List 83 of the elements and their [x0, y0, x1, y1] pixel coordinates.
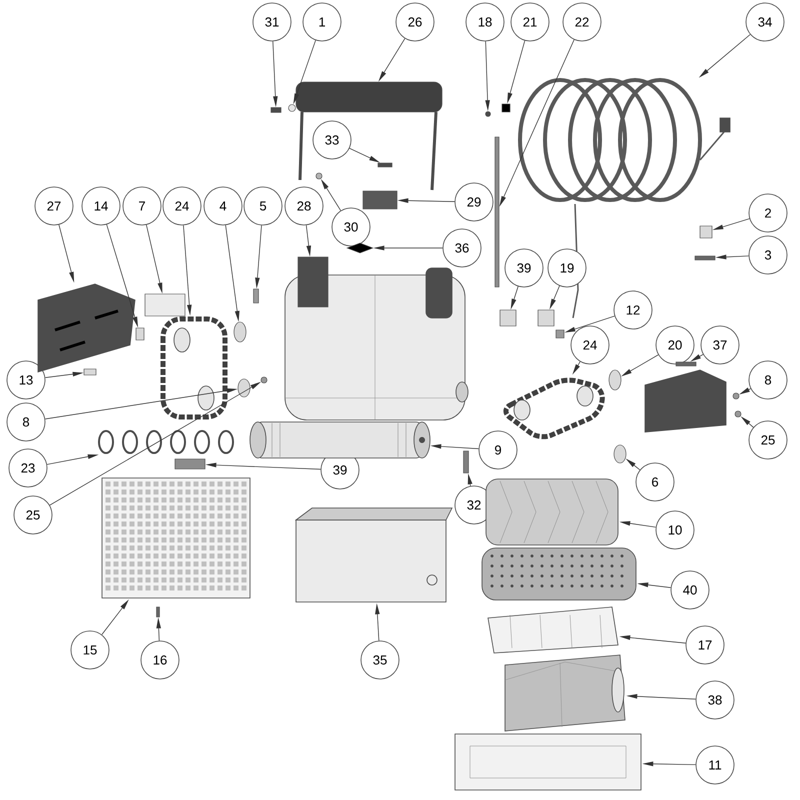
clip-drawing [700, 226, 712, 238]
callout-number: 36 [442, 228, 482, 268]
callout-number: 25 [748, 420, 788, 460]
shaft-drawing [676, 362, 696, 366]
washer-drawing [288, 104, 296, 112]
callout-number: 10 [656, 510, 694, 550]
screw-drawing [316, 172, 322, 180]
callout-number: 2 [748, 194, 788, 232]
clip-drawing [463, 450, 469, 474]
callout-number: 1 [302, 2, 342, 42]
callout-number: 15 [70, 630, 110, 670]
link-drawing [84, 368, 96, 376]
ring-drawing [98, 430, 234, 454]
filter-drawing [504, 654, 626, 732]
callout-number: 8 [748, 360, 788, 400]
pad-drawing [174, 458, 206, 470]
callout-number: 24 [570, 326, 610, 364]
callout-number: 40 [670, 570, 710, 610]
callout-number: 17 [686, 626, 724, 664]
track-drawing [503, 378, 605, 440]
callout-number: 12 [614, 290, 652, 330]
callout-number: 35 [360, 640, 400, 680]
pin-drawing [485, 111, 491, 117]
callout-number: 30 [332, 208, 370, 246]
wheel-drawing [608, 370, 622, 390]
washer-drawing [260, 376, 268, 384]
callout-number: 14 [82, 186, 120, 226]
callout-number: 16 [140, 640, 180, 680]
callout-number: 11 [696, 746, 734, 784]
callout-number: 27 [34, 186, 74, 226]
callout-number: 37 [700, 326, 740, 364]
track-drawing [160, 316, 228, 420]
callout-number: 22 [562, 2, 602, 42]
bracket-drawing [298, 256, 328, 308]
screw-drawing [378, 162, 392, 168]
callout-number: 34 [746, 2, 784, 42]
callout-number: 23 [8, 448, 48, 488]
callout-number: 18 [466, 2, 504, 42]
callout-number: 5 [244, 186, 282, 226]
brush-drawing [486, 478, 618, 546]
screw-drawing [270, 107, 282, 113]
handle-drawing [296, 82, 442, 112]
filter-frame-drawing [488, 606, 618, 654]
callout-number: 8 [6, 402, 46, 442]
callout-number: 19 [548, 248, 586, 288]
cable-coil-drawing [518, 78, 730, 202]
bolt-drawing [253, 288, 259, 304]
link-drawing [136, 328, 144, 340]
roller-drawing [250, 422, 430, 458]
callout-number: 9 [478, 430, 518, 470]
callout-number: 20 [656, 326, 694, 364]
callout-number: 31 [252, 2, 292, 42]
callout-number: 7 [122, 186, 162, 226]
callout-number: 39 [504, 248, 544, 288]
clip-drawing [502, 104, 510, 112]
callout-number: 33 [312, 120, 352, 160]
callout-number: 29 [454, 182, 494, 222]
rod-drawing [494, 136, 500, 288]
callout-number: 13 [6, 360, 46, 400]
callout-number: 24 [162, 186, 202, 226]
callout-number: 4 [204, 186, 242, 226]
wheel-drawing [234, 322, 246, 342]
callout-number: 25 [14, 496, 52, 534]
pin-drawing [734, 410, 742, 418]
wheel-drawing [238, 378, 250, 398]
cap-drawing [362, 190, 398, 210]
pad-drawing [500, 310, 516, 326]
screw-drawing [694, 256, 716, 260]
callout-number: 21 [510, 2, 550, 42]
pad-drawing [538, 310, 554, 326]
track-frame-drawing [144, 294, 186, 316]
screw-drawing [156, 606, 160, 618]
pulley-drawing [614, 444, 626, 464]
frame-drawing [454, 734, 642, 790]
callout-number: 26 [396, 2, 434, 42]
pulley-drawing [556, 330, 564, 338]
callout-number: 6 [636, 462, 674, 502]
callout-number: 38 [696, 680, 734, 720]
callout-number: 3 [748, 236, 788, 274]
filter-basket-drawing [102, 478, 250, 598]
pin-drawing [732, 392, 740, 400]
brush-drawing [482, 548, 636, 600]
callout-number: 28 [284, 186, 324, 226]
